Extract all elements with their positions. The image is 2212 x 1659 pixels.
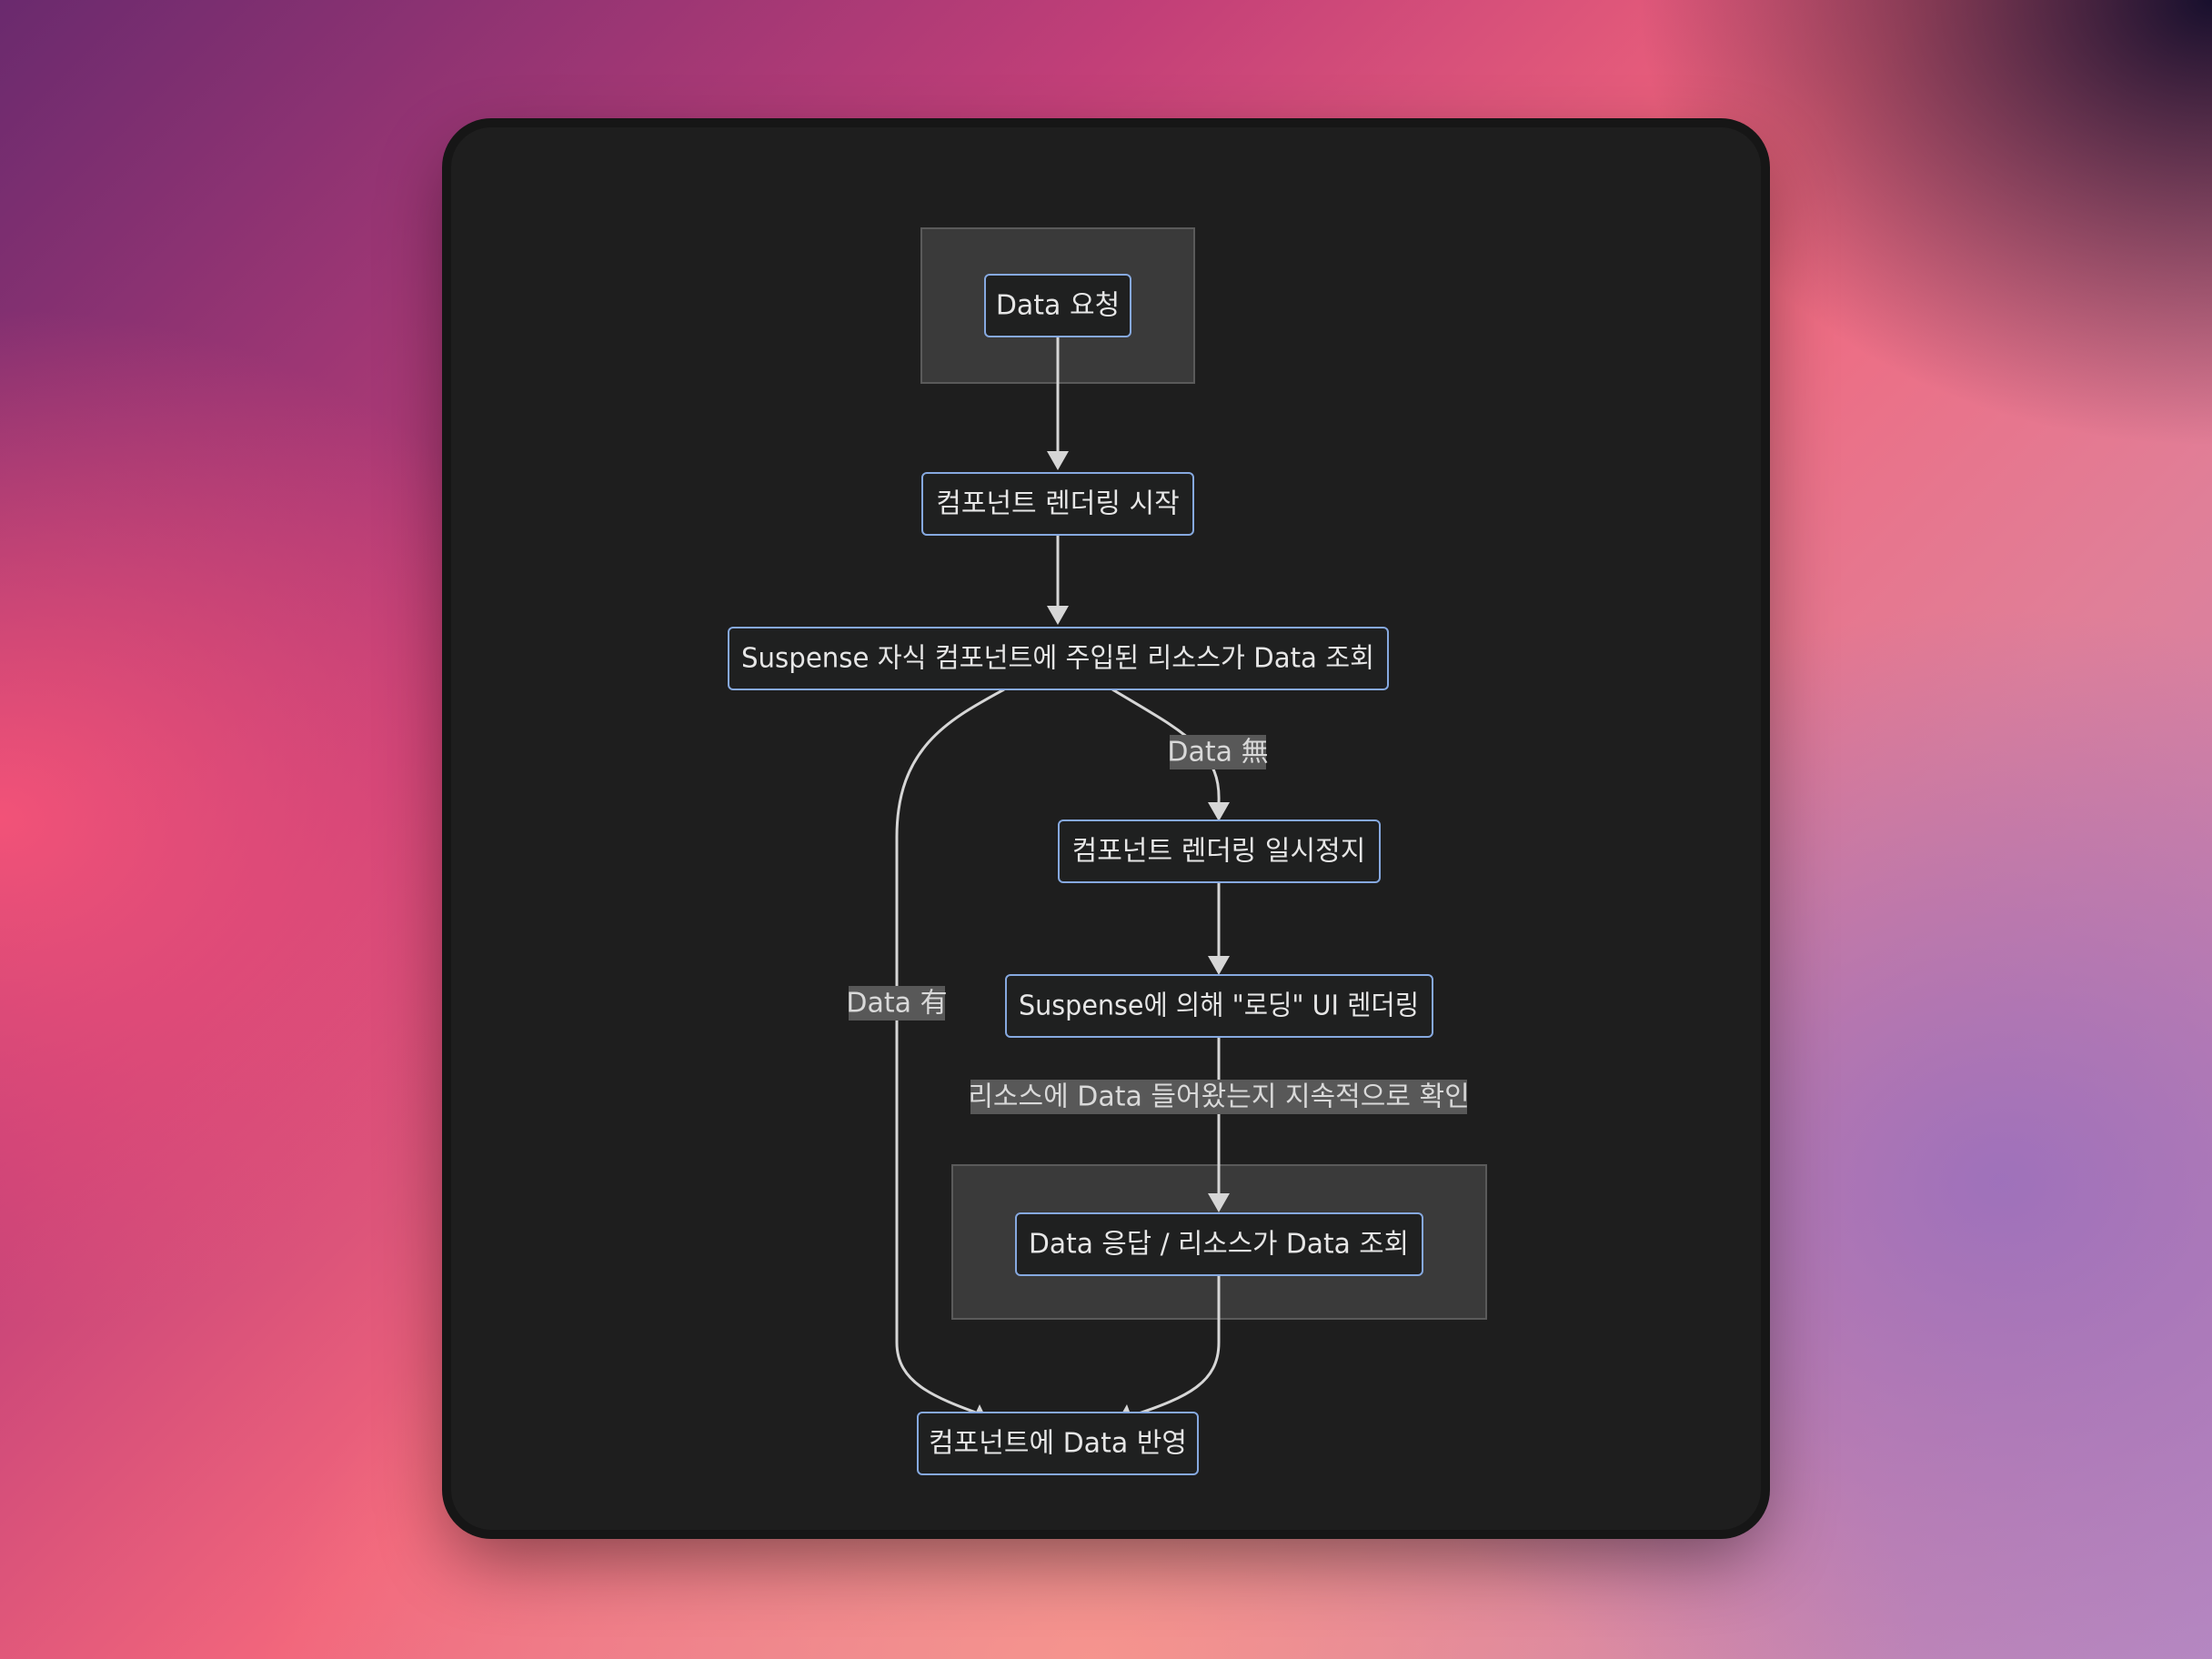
node-render-start-label: 컴포넌트 렌더링 시작 bbox=[936, 488, 1179, 520]
edge-label-no-data: Data 無 bbox=[1167, 735, 1269, 769]
node-data-request-label: Data 요청 bbox=[996, 290, 1120, 322]
node-reflect-data: 컴포넌트에 Data 반영 bbox=[917, 1412, 1199, 1475]
flowchart-canvas: Data 無 Data 有 리소스에 Data 들어왔는지 지속적으로 확인 D… bbox=[728, 227, 1487, 1475]
node-loading-ui: Suspense에 의해 "로딩" UI 렌더링 bbox=[1005, 974, 1433, 1038]
edge-pause-to-loading bbox=[1208, 882, 1230, 975]
node-render-pause-label: 컴포넌트 렌더링 일시정지 bbox=[1072, 836, 1366, 868]
node-suspense-child-query-label: Suspense 자식 컴포넌트에 주입된 리소스가 Data 조회 bbox=[741, 643, 1374, 675]
edge-request-to-render bbox=[1047, 335, 1069, 470]
edge-label-no-data-text: Data 無 bbox=[1167, 737, 1268, 769]
node-render-pause: 컴포넌트 렌더링 일시정지 bbox=[1058, 819, 1381, 883]
node-data-response: Data 응답 / 리소스가 Data 조회 bbox=[1015, 1212, 1423, 1276]
node-suspense-child-query: Suspense 자식 컴포넌트에 주입된 리소스가 Data 조회 bbox=[728, 627, 1389, 690]
edge-label-has-data-text: Data 有 bbox=[846, 988, 947, 1020]
node-reflect-data-label: 컴포넌트에 Data 반영 bbox=[929, 1428, 1187, 1460]
edge-render-to-query bbox=[1047, 535, 1069, 625]
node-data-response-label: Data 응답 / 리소스가 Data 조회 bbox=[1029, 1229, 1409, 1261]
node-data-request: Data 요청 bbox=[984, 274, 1131, 337]
edge-loading-to-response bbox=[1208, 1037, 1230, 1212]
node-loading-ui-label: Suspense에 의해 "로딩" UI 렌더링 bbox=[1019, 990, 1419, 1022]
edge-label-check-resource-text: 리소스에 Data 들어왔는지 지속적으로 확인 bbox=[968, 1081, 1469, 1113]
diagram-window: Data 無 Data 有 리소스에 Data 들어왔는지 지속적으로 확인 D… bbox=[451, 127, 1761, 1530]
edge-label-check-resource: 리소스에 Data 들어왔는지 지속적으로 확인 bbox=[968, 1080, 1470, 1114]
edge-label-has-data: Data 有 bbox=[846, 986, 948, 1021]
node-render-start: 컴포넌트 렌더링 시작 bbox=[921, 472, 1194, 536]
